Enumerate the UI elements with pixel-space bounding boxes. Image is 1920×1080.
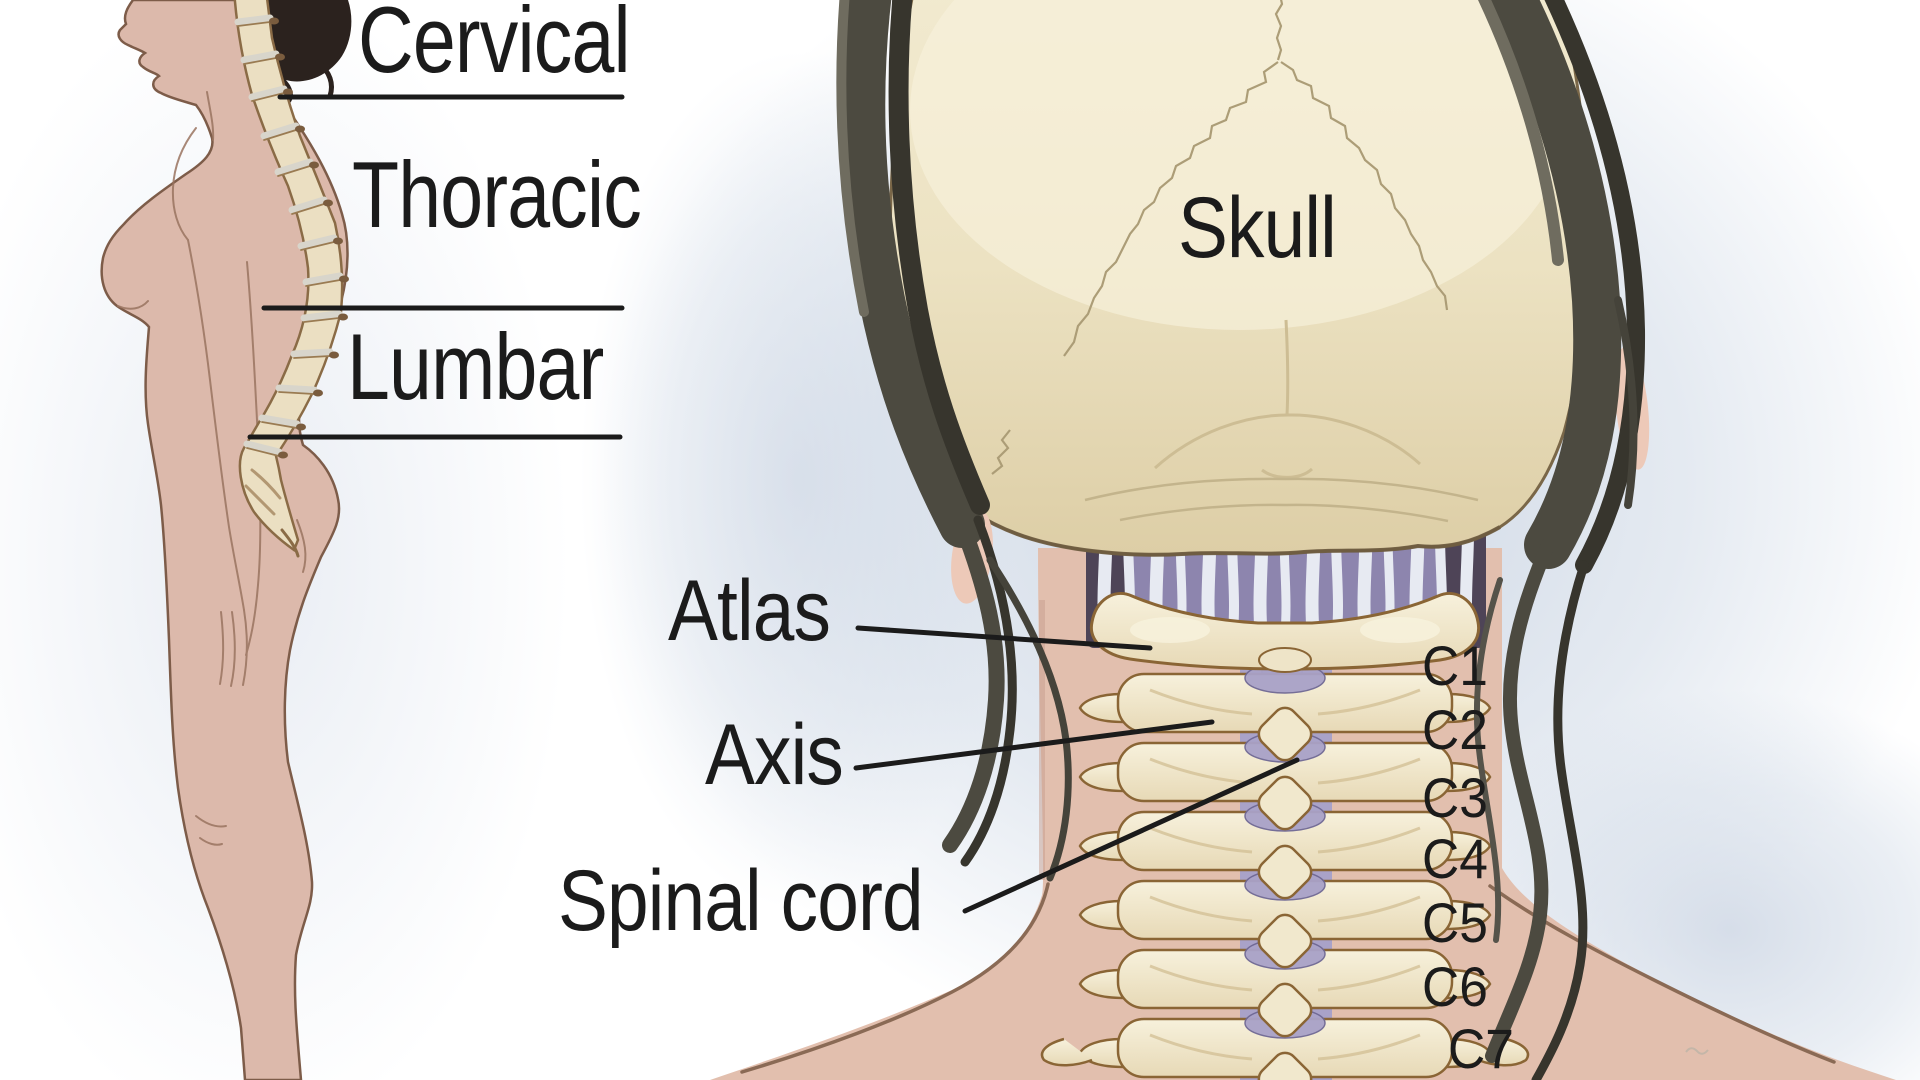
label-spinal-cord: Spinal cord [558, 853, 924, 949]
side-view-figure [100, 0, 352, 1080]
atlas-leader-line [855, 625, 1153, 651]
label-c7: C7 [1448, 1017, 1514, 1080]
label-atlas: Atlas [668, 563, 831, 659]
axis-leader-line [853, 719, 1215, 771]
atlas-vertebra [1089, 592, 1481, 673]
spinal-cord-leader-line [962, 757, 1300, 914]
nuchal-lines [1084, 477, 1479, 523]
side-spine-discs [234, 14, 349, 558]
back-view-figure [710, 0, 1896, 1080]
side-hair-wisp [315, 59, 334, 99]
label-c4: C4 [1422, 827, 1488, 890]
label-c1: C1 [1422, 634, 1488, 697]
label-skull: Skull [1178, 180, 1337, 276]
sacrum-lines [244, 468, 282, 516]
label-thoracic: Thoracic [352, 142, 642, 247]
side-spine [233, 0, 344, 552]
skull-shape [888, 0, 1590, 557]
spinous-process-dots [269, 17, 349, 459]
label-c2: C2 [1422, 698, 1488, 761]
back-hair [836, 0, 1650, 1080]
label-c5: C5 [1422, 891, 1488, 954]
left-shoulder-contour [740, 882, 1050, 1074]
signature-mark [1685, 1047, 1709, 1055]
label-axis: Axis [705, 707, 844, 803]
c7-left-process [1040, 1037, 1093, 1067]
suture-lines [991, 0, 1449, 475]
occipital-lines [1153, 319, 1421, 479]
label-cervical: Cervical [358, 0, 631, 92]
label-lumbar: Lumbar [347, 314, 604, 419]
annotation-lines [247, 94, 1300, 914]
label-c6: C6 [1422, 955, 1488, 1018]
label-c3: C3 [1422, 766, 1488, 829]
coccyx-line [280, 528, 300, 558]
